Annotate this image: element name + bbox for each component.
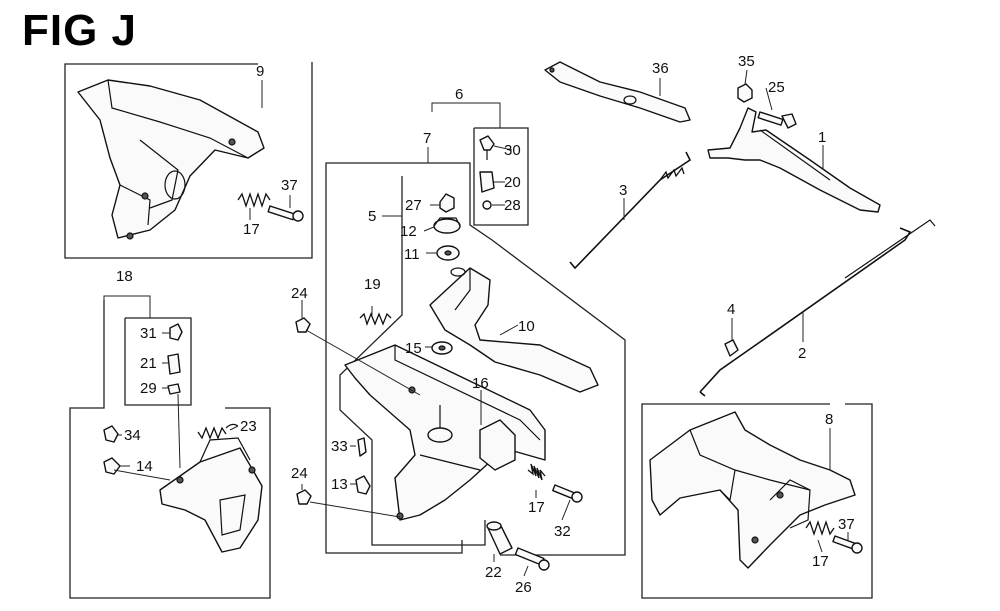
clip-part-14 bbox=[103, 457, 171, 481]
box-part-9 bbox=[64, 62, 313, 259]
clip-part-28 bbox=[482, 200, 492, 210]
callout-27: 27 bbox=[405, 197, 422, 214]
callout-26: 26 bbox=[515, 579, 532, 596]
callout-1: 1 bbox=[818, 129, 826, 146]
callout-8: 8 bbox=[825, 411, 833, 428]
callout-7: 7 bbox=[423, 130, 431, 147]
clip-part-4 bbox=[724, 339, 739, 357]
callout-36: 36 bbox=[652, 60, 669, 77]
collar-part-22 bbox=[486, 521, 513, 555]
clip-part-29 bbox=[167, 383, 181, 395]
box-part-7-right bbox=[428, 162, 626, 556]
bolt-part-37b bbox=[832, 535, 863, 554]
callout-9: 9 bbox=[256, 63, 264, 80]
joint-part-21 bbox=[167, 353, 181, 375]
spring-part-17a bbox=[237, 191, 271, 209]
bolt-part-32 bbox=[552, 484, 583, 503]
washer-part-11 bbox=[436, 245, 460, 261]
callout-10: 10 bbox=[518, 318, 535, 335]
callout-20: 20 bbox=[504, 174, 521, 191]
callout-35: 35 bbox=[738, 53, 755, 70]
callout-33: 33 bbox=[331, 438, 348, 455]
bolt-part-34 bbox=[103, 425, 119, 443]
joint-part-20 bbox=[479, 171, 495, 193]
callout-17: 17 bbox=[243, 221, 260, 238]
callout-16: 16 bbox=[472, 375, 489, 392]
bolt-part-25 bbox=[757, 111, 797, 129]
callout-12: 12 bbox=[400, 223, 417, 240]
callout-3: 3 bbox=[619, 182, 627, 199]
callout-18: 18 bbox=[116, 268, 133, 285]
callout-6: 6 bbox=[455, 86, 463, 103]
callout-37-right: 37 bbox=[838, 516, 855, 533]
clip-part-13 bbox=[355, 475, 371, 495]
bolt-part-31 bbox=[169, 323, 183, 341]
figure-title: FIG J bbox=[22, 6, 138, 55]
box-part-6-sub bbox=[473, 127, 529, 226]
callout-17-center: 17 bbox=[528, 499, 545, 516]
callout-29: 29 bbox=[140, 380, 157, 397]
lever-part-10 bbox=[429, 267, 599, 393]
callout-28: 28 bbox=[504, 197, 521, 214]
plate-part-18 bbox=[159, 437, 263, 553]
nut-part-35 bbox=[737, 83, 753, 103]
bracket-6 bbox=[431, 102, 501, 128]
washer-part-12 bbox=[433, 217, 461, 234]
spring-part-17c bbox=[805, 519, 835, 537]
shroud-part-8 bbox=[649, 411, 856, 569]
callout-22: 22 bbox=[485, 564, 502, 581]
rod-part-3 bbox=[569, 151, 692, 270]
shroud-part-9 bbox=[77, 79, 265, 240]
callout-5: 5 bbox=[368, 208, 376, 225]
callout-24-upper: 24 bbox=[291, 285, 308, 302]
lever-part-1 bbox=[707, 107, 881, 213]
bolt-part-30 bbox=[479, 135, 495, 160]
bracket-18 bbox=[103, 295, 151, 318]
box-part-18 bbox=[69, 300, 271, 599]
callout-11: 11 bbox=[404, 246, 420, 263]
callout-24-lower: 24 bbox=[291, 465, 308, 482]
box-part-5 bbox=[339, 176, 486, 546]
nut-part-27 bbox=[439, 193, 455, 213]
spring-part-19 bbox=[359, 312, 392, 326]
callout-31: 31 bbox=[140, 325, 157, 342]
box-part-8 bbox=[641, 403, 873, 599]
callout-17-right: 17 bbox=[812, 553, 829, 570]
callout-30: 30 bbox=[504, 142, 521, 159]
callout-37: 37 bbox=[281, 177, 298, 194]
callout-34: 34 bbox=[124, 427, 141, 444]
lever-part-36 bbox=[544, 61, 691, 123]
washer-part-15 bbox=[431, 341, 453, 355]
bolt-part-24b bbox=[296, 489, 401, 518]
callout-19: 19 bbox=[364, 276, 381, 293]
callout-21: 21 bbox=[140, 355, 157, 372]
bolt-part-24a bbox=[295, 317, 421, 396]
bolt-part-37a bbox=[267, 205, 304, 222]
callout-25: 25 bbox=[768, 79, 785, 96]
bolt-part-26 bbox=[514, 547, 550, 571]
stud-part-33 bbox=[357, 437, 367, 457]
callout-13: 13 bbox=[331, 476, 348, 493]
callout-2: 2 bbox=[798, 345, 806, 362]
callout-15: 15 bbox=[405, 340, 422, 357]
callout-32: 32 bbox=[554, 523, 571, 540]
callout-4: 4 bbox=[727, 301, 735, 318]
box-part-7 bbox=[325, 162, 463, 554]
callout-14: 14 bbox=[136, 458, 153, 475]
spring-part-23 bbox=[197, 423, 239, 440]
box-part-18-sub bbox=[124, 317, 192, 406]
callout-23: 23 bbox=[240, 418, 257, 435]
bracket-part-16 bbox=[344, 344, 546, 521]
rod-part-2 bbox=[699, 219, 936, 397]
spring-part-17b bbox=[527, 463, 546, 481]
